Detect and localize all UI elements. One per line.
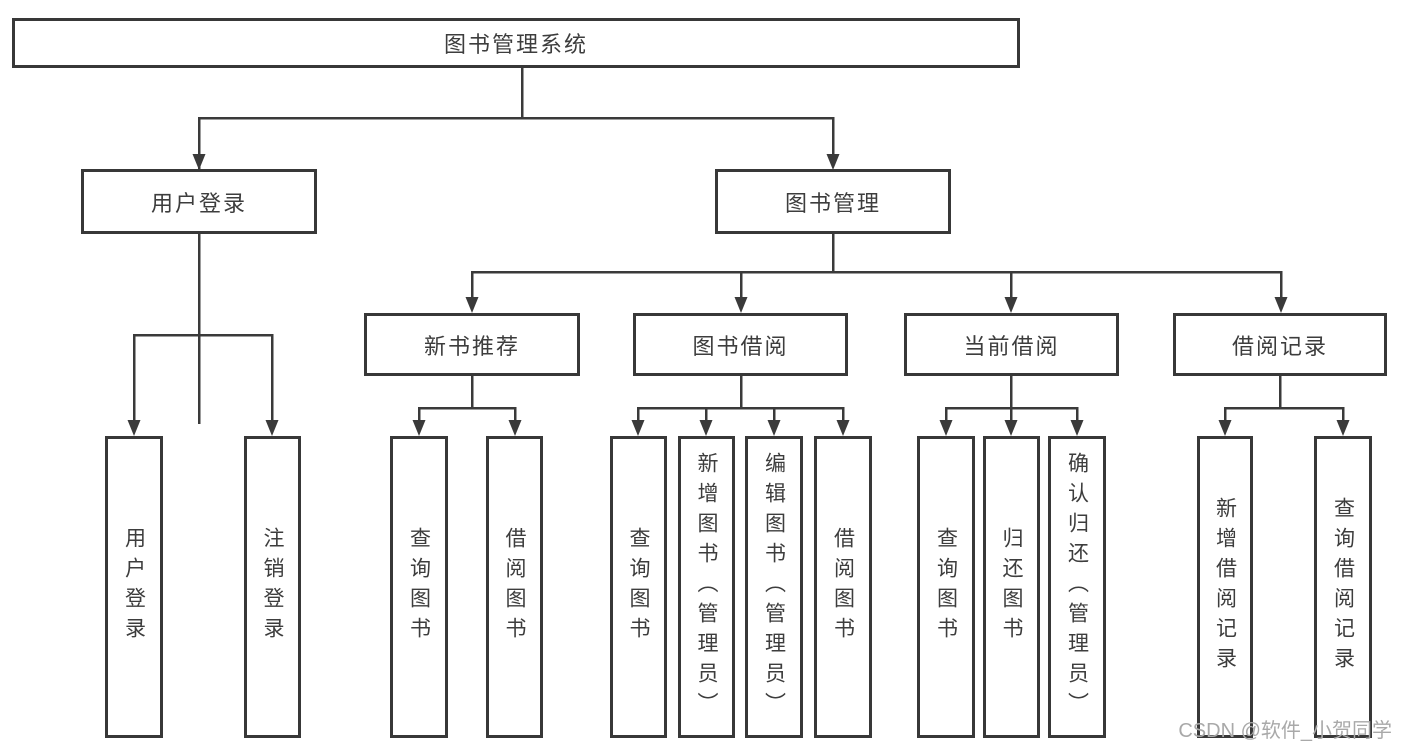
leaf-confirm-return-admin-label: 确认归还（管理员） bbox=[1065, 452, 1089, 722]
node-book-management-label: 图书管理 bbox=[784, 190, 881, 216]
node-borrowing-records: 借阅记录 bbox=[1173, 313, 1387, 376]
connector-group-level3 bbox=[417, 376, 1345, 424]
leaf-add-books-admin-label: 新增图书（管理员） bbox=[695, 452, 718, 722]
leaf-query-books-3-label: 查询图书 bbox=[934, 527, 958, 647]
leaf-confirm-return-admin: 确认归还（管理员） bbox=[1048, 436, 1106, 738]
leaf-user-login: 用户登录 bbox=[105, 436, 163, 738]
node-new-book-recommend: 新书推荐 bbox=[364, 313, 580, 376]
leaf-borrow-books-2-label: 借阅图书 bbox=[831, 527, 855, 647]
node-book-borrowing-label: 图书借阅 bbox=[692, 333, 789, 359]
node-new-book-recommend-label: 新书推荐 bbox=[423, 333, 520, 359]
leaf-query-borrow-record-label: 查询借阅记录 bbox=[1331, 497, 1355, 677]
leaf-query-borrow-record: 查询借阅记录 bbox=[1314, 436, 1372, 738]
leaf-add-borrow-record-label: 新增借阅记录 bbox=[1213, 497, 1237, 677]
csdn-watermark: CSDN @软件_小贺同学 bbox=[1178, 720, 1392, 742]
node-current-borrowing-label: 当前借阅 bbox=[963, 333, 1060, 359]
connector-group-level2 bbox=[132, 118, 1283, 424]
node-user-login-label: 用户登录 bbox=[150, 190, 247, 216]
leaf-return-books-label: 归还图书 bbox=[1000, 527, 1023, 647]
leaf-query-books-2-label: 查询图书 bbox=[627, 527, 650, 647]
node-user-login: 用户登录 bbox=[81, 169, 317, 234]
leaf-borrow-books-2: 借阅图书 bbox=[814, 436, 872, 738]
leaf-logout: 注销登录 bbox=[244, 436, 301, 738]
node-root: 图书管理系统 bbox=[12, 18, 1020, 68]
arrowheads bbox=[127, 154, 1350, 436]
leaf-query-books-1-label: 查询图书 bbox=[407, 527, 431, 647]
leaf-return-books: 归还图书 bbox=[983, 436, 1040, 738]
node-borrowing-records-label: 借阅记录 bbox=[1231, 333, 1328, 359]
node-book-management: 图书管理 bbox=[715, 169, 951, 234]
node-root-label: 图书管理系统 bbox=[443, 32, 588, 57]
connector-group-root bbox=[197, 68, 835, 424]
leaf-query-books-2: 查询图书 bbox=[610, 436, 667, 738]
leaf-borrow-books-1: 借阅图书 bbox=[486, 436, 543, 738]
leaf-edit-books-admin: 编辑图书（管理员） bbox=[745, 436, 803, 738]
leaf-edit-books-admin-label: 编辑图书（管理员） bbox=[762, 452, 786, 722]
leaf-query-books-1: 查询图书 bbox=[390, 436, 448, 738]
leaf-query-books-3: 查询图书 bbox=[917, 436, 975, 738]
leaf-borrow-books-1-label: 借阅图书 bbox=[503, 527, 526, 647]
node-current-borrowing: 当前借阅 bbox=[904, 313, 1119, 376]
leaf-add-borrow-record: 新增借阅记录 bbox=[1197, 436, 1253, 738]
leaf-add-books-admin: 新增图书（管理员） bbox=[678, 436, 735, 738]
node-book-borrowing: 图书借阅 bbox=[633, 313, 848, 376]
leaf-user-login-label: 用户登录 bbox=[122, 527, 146, 647]
leaf-logout-label: 注销登录 bbox=[261, 527, 284, 647]
